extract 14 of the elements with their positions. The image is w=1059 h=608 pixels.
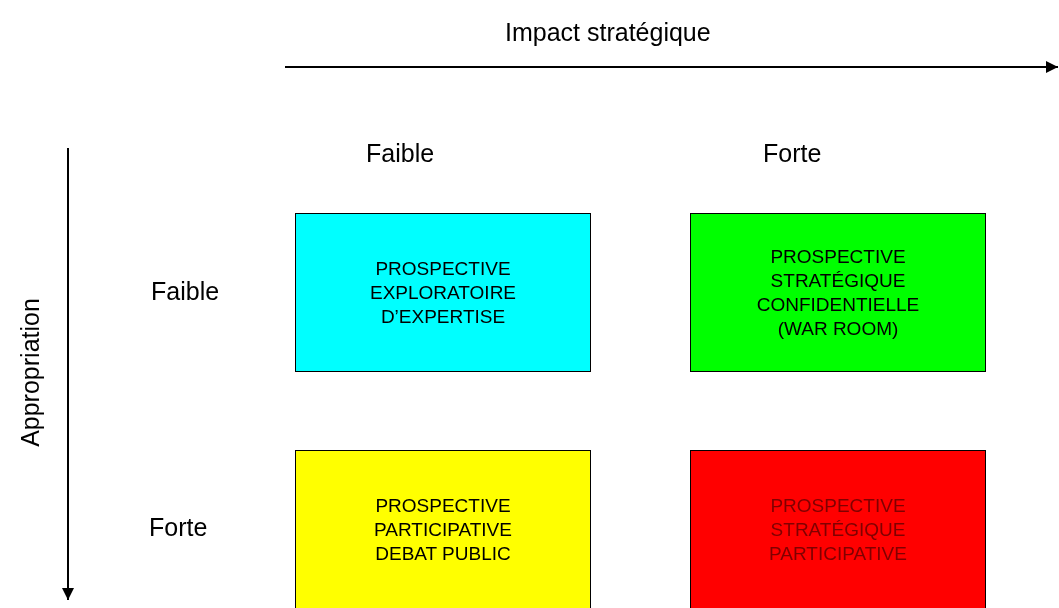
quadrant-box	[690, 450, 986, 608]
category-label: Faible	[366, 138, 435, 168]
category-label: Faible	[151, 276, 220, 306]
quadrant-text: PROSPECTIVE EXPLORATOIRE D’EXPERTISE	[368, 256, 518, 329]
quadrant-box	[295, 213, 591, 372]
category-label: Forte	[763, 138, 822, 168]
quadrant-text: PROSPECTIVE PARTICIPATIVE DEBAT PUBLIC	[373, 493, 513, 566]
quadrant-box	[295, 450, 591, 608]
quadrant-text: PROSPECTIVE STRATÉGIQUE CONFIDENTIELLE (WAR ROOM)	[755, 244, 921, 341]
axis-label: Impact stratégique	[505, 17, 711, 47]
axis-label: Appropriation	[15, 297, 45, 447]
quadrant-box	[690, 213, 986, 372]
quadrant-text: PROSPECTIVE STRATÉGIQUE PARTICIPATIVE	[768, 493, 908, 566]
category-label: Forte	[149, 512, 208, 542]
